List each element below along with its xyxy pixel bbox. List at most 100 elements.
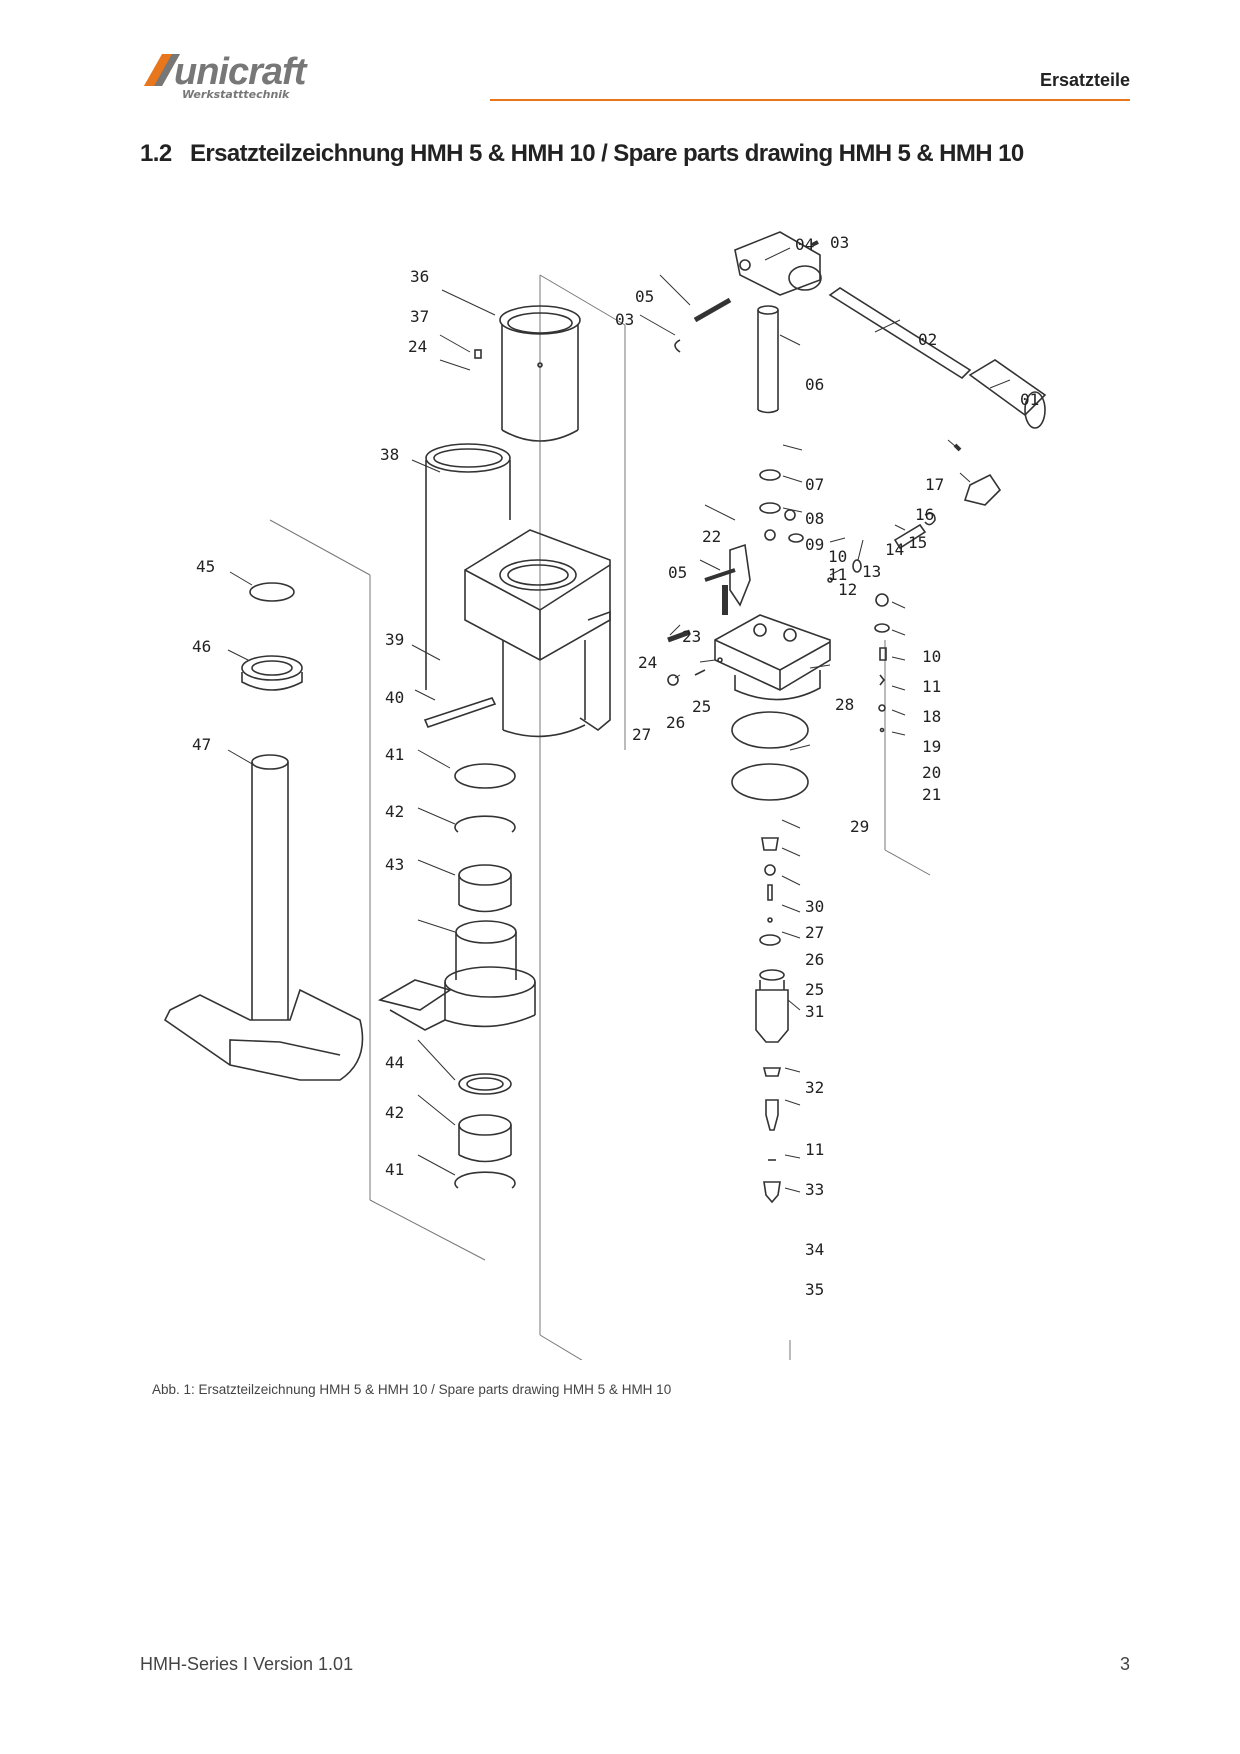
label-05: 05 [635,287,654,306]
part-11-washer-top [788,533,804,543]
label-31: 31 [805,1002,824,1021]
part-25-ball-left [717,657,723,663]
label-05-lower: 05 [668,563,687,582]
part-38-ram [425,443,511,690]
label-12: 12 [838,580,857,599]
label-29: 29 [850,817,869,836]
pump-housing [464,529,611,738]
part-37-screw [474,349,482,359]
part-47-base-column [163,754,364,1081]
label-11-lower: 11 [805,1140,824,1159]
part-03-clip-left [674,339,681,353]
label-34: 34 [805,1240,824,1259]
label-07: 07 [805,475,824,494]
part-41-ring-upper [454,815,516,833]
part-09-ball [764,529,776,541]
label-19: 19 [922,737,941,756]
part-05-pin-top [693,297,732,323]
label-27-lower: 27 [805,923,824,942]
label-09: 09 [805,535,824,554]
part-26-spring [767,884,773,901]
part-26-spring-left [694,669,706,676]
part-14-valve [893,523,927,550]
part-29-seal-upper [731,711,809,749]
spare-parts-drawing: 36 37 24 38 45 46 47 39 40 41 42 43 44 4… [163,231,1047,1360]
part-30-nut [761,837,779,851]
part-32-valve-body [755,969,789,1043]
label-25: 25 [692,697,711,716]
part-11-washer [762,1067,782,1077]
part-17-screw [953,443,962,452]
part-44-nut [458,1073,512,1095]
alignment-lines [269,274,931,1360]
label-33: 33 [805,1180,824,1199]
label-20: 20 [922,763,941,782]
label-11-right: 11 [922,677,941,696]
part-35-plug [763,1181,781,1204]
label-25-lower: 25 [805,980,824,999]
label-15: 15 [908,533,927,552]
part-31-ring [759,934,781,946]
label-02: 02 [918,330,937,349]
part-45-ring [249,582,295,602]
logo-subtitle: Werkstatttechnik [182,88,290,101]
label-18: 18 [922,707,941,726]
label-28: 28 [835,695,854,714]
part-10-screw [875,593,889,607]
header-section-label: Ersatzteile [1039,70,1130,90]
label-36: 36 [410,267,429,286]
part-42-sleeve-upper [458,864,512,913]
logo-text: unicraft [174,51,308,93]
header-rule [490,99,1130,101]
part-24-pin [667,629,691,643]
label-27: 27 [632,725,651,744]
label-39: 39 [385,630,404,649]
label-37: 37 [410,307,429,326]
footer-version: HMH-Series I Version 1.01 [140,1654,354,1674]
part-05-pin-lower [704,568,736,582]
part-13-ring [852,559,862,573]
label-41: 41 [385,745,404,764]
part-labels: 36 37 24 38 45 46 47 39 40 41 42 43 44 4… [192,233,1039,1299]
label-13: 13 [862,562,881,581]
label-03-left: 03 [615,310,634,329]
part-04-linkage [734,231,822,296]
label-35: 35 [805,1280,824,1299]
part-33-screw [765,1099,779,1131]
part-28-pump-body [714,614,831,701]
part-27-nut [667,674,679,686]
label-21: 21 [922,785,941,804]
unicraft-logo: unicraft [140,46,380,106]
label-41-lower: 41 [385,1160,404,1179]
part-08-ring [759,502,781,514]
label-03-right: 03 [830,233,849,252]
part-43-piston-pedal [377,920,536,1031]
label-45: 45 [196,557,215,576]
part-42-sleeve-lower [458,1114,512,1163]
label-14: 14 [885,540,904,559]
part-02-handle-bar [828,287,972,380]
label-11: 11 [828,565,847,584]
part-12-ball [827,577,833,583]
label-43: 43 [385,855,404,874]
label-44: 44 [385,1053,404,1072]
section-number: 1.2 [140,140,172,167]
part-15-ring [924,512,936,526]
label-42: 42 [385,802,404,821]
label-30: 30 [805,897,824,916]
part-20-ball [878,704,886,712]
figure-caption: Abb. 1: Ersatzteilzeichnung HMH 5 & HMH … [152,1382,672,1397]
label-04: 04 [795,235,814,254]
part-39-pin [423,697,497,728]
part-11-washer-right [874,623,890,633]
label-40: 40 [385,688,404,707]
label-23: 23 [682,627,701,646]
part-41-ring-lower [454,1171,516,1189]
part-27-ball [764,864,776,876]
leader-lines [227,247,1011,1193]
label-01: 01 [1020,390,1039,409]
label-22: 22 [702,527,721,546]
label-06: 06 [805,375,824,394]
page-number: 3 [1119,1654,1130,1674]
